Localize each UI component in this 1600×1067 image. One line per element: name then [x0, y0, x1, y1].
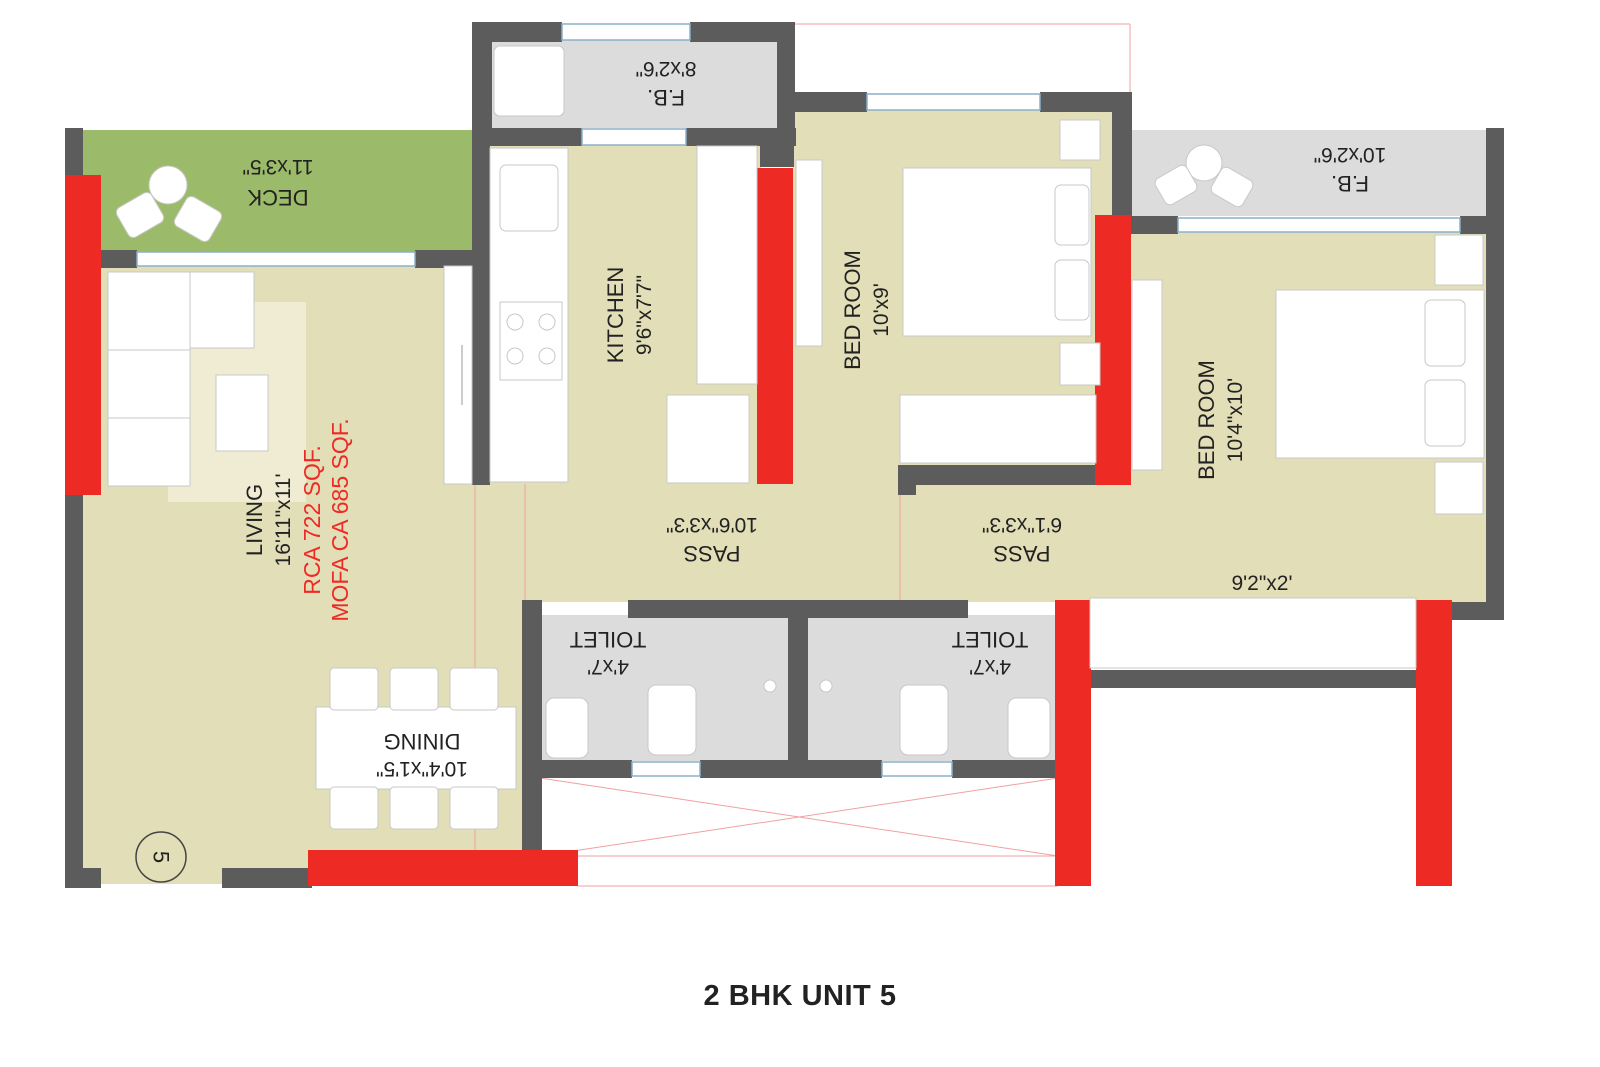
sink [499, 164, 559, 232]
hob [499, 301, 563, 381]
pass2-label: PASS [993, 541, 1050, 566]
unit-title: 2 BHK UNIT 5 [703, 980, 897, 1012]
kitchen-label: KITCHEN [603, 267, 628, 364]
wardrobe-1 [899, 394, 1097, 464]
unit-number: 5 [149, 851, 174, 863]
toilet2-label: TOILET [952, 627, 1029, 652]
sofa [107, 271, 191, 487]
fb-right-size: 10'x2'6" [1314, 143, 1387, 166]
basin-1 [545, 697, 589, 759]
kitchen-unit [696, 145, 758, 385]
wc-1 [647, 684, 697, 756]
toilet1-label: TOILET [570, 627, 647, 652]
toilet2-size: 4'x7' [969, 655, 1011, 678]
dining-size: 10'4"x1'5" [376, 757, 468, 780]
pass1-label: PASS [683, 541, 740, 566]
deck-floor [82, 130, 474, 252]
fb-top-label: F.B. [647, 85, 685, 110]
basin-2 [1007, 697, 1051, 759]
fridge [666, 394, 750, 484]
bedroom2-label: BED ROOM [1194, 360, 1219, 480]
dining-table [315, 706, 517, 790]
wardrobe-size: 9'2"x2' [1231, 572, 1292, 595]
deck-size: 11'x3'5" [242, 155, 313, 178]
living-size: 16'11"x11' [272, 474, 295, 567]
washing-machine [493, 45, 565, 117]
rca-area: RCA 722 SQF. [299, 445, 325, 595]
pass1-size: 10'6"x3'3" [666, 513, 758, 536]
dining-label: DINING [384, 729, 461, 754]
windows [136, 23, 1461, 777]
deck-label: DECK [247, 185, 308, 210]
mofa-area: MOFA CA 685 SQF. [327, 418, 353, 621]
columns [65, 168, 1452, 886]
pass-floor [475, 484, 1490, 602]
pass2-size: 6'1"x3'3" [982, 513, 1062, 536]
bedroom1-size: 10'x9' [870, 283, 893, 337]
furniture [107, 45, 1485, 830]
wardrobe-2 [1089, 597, 1417, 669]
fb-right-label: F.B. [1331, 171, 1369, 196]
kitchen-size: 9'6"x7'7" [633, 275, 656, 355]
fb-top-size: 8'x2'6" [635, 57, 696, 80]
toilet1-size: 4'x7' [587, 655, 629, 678]
bedroom2-size: 10'4"x10' [1224, 378, 1247, 462]
coffee-table [215, 374, 269, 452]
wc-2 [899, 684, 949, 756]
living-label: LIVING [242, 484, 267, 556]
floor-plan: 5 DECK 11'x3'5" F.B. 8'x2'6" F.B. 10'x2'… [65, 22, 1504, 888]
guide-lines [474, 23, 1131, 887]
bedroom1-label: BED ROOM [840, 250, 865, 370]
unit-number-marker [135, 831, 187, 883]
